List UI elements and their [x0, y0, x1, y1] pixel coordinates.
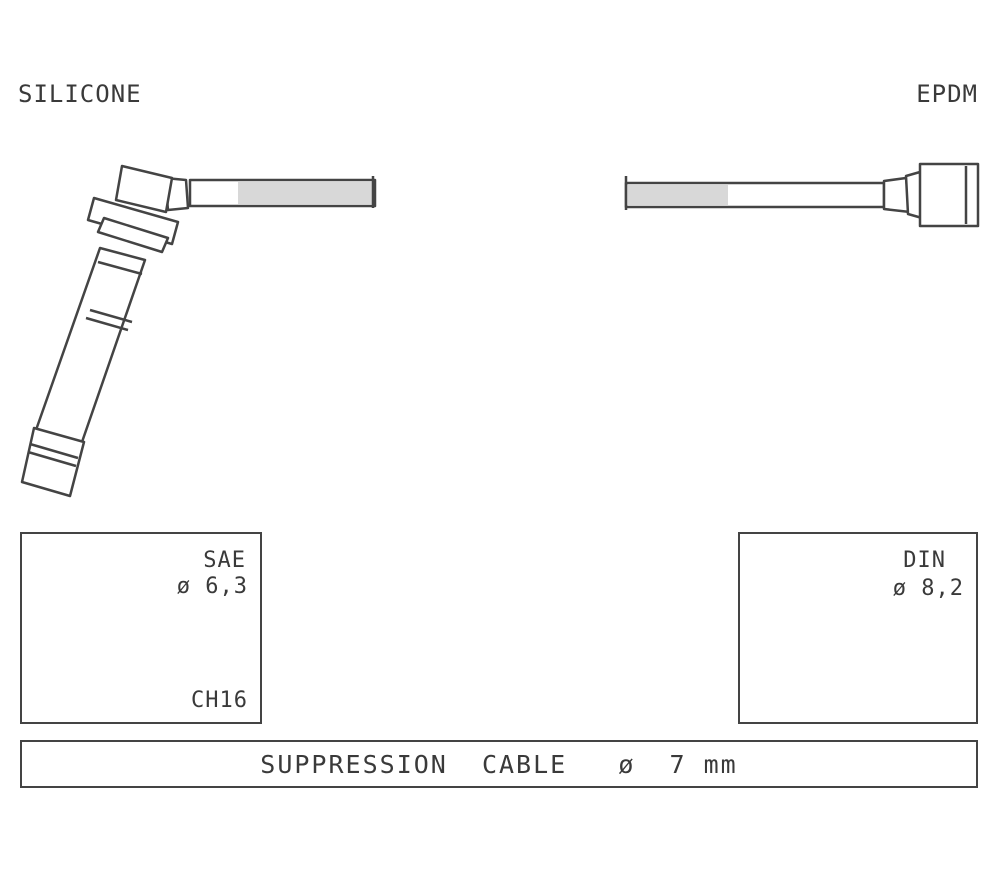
- sae-standard-label: SAE: [203, 548, 246, 573]
- silicone-boot-drawing: [20, 164, 377, 498]
- suppression-cable-label: SUPPRESSION CABLE ø 7 mm: [260, 749, 738, 779]
- silicone-label: SILICONE: [18, 80, 142, 108]
- epdm-boot-drawing: [624, 162, 980, 228]
- sae-code-label: CH16: [191, 688, 248, 713]
- din-terminal-box: DIN ø 8,2: [738, 532, 978, 724]
- sae-diameter-label: ø 6,3: [176, 574, 248, 599]
- din-diameter-label: ø 8,2: [892, 576, 964, 601]
- din-standard-label: DIN: [903, 548, 946, 573]
- suppression-cable-banner: SUPPRESSION CABLE ø 7 mm: [20, 740, 978, 788]
- sae-terminal-box: SAE ø 6,3 CH16: [20, 532, 262, 724]
- epdm-label: EPDM: [916, 80, 978, 108]
